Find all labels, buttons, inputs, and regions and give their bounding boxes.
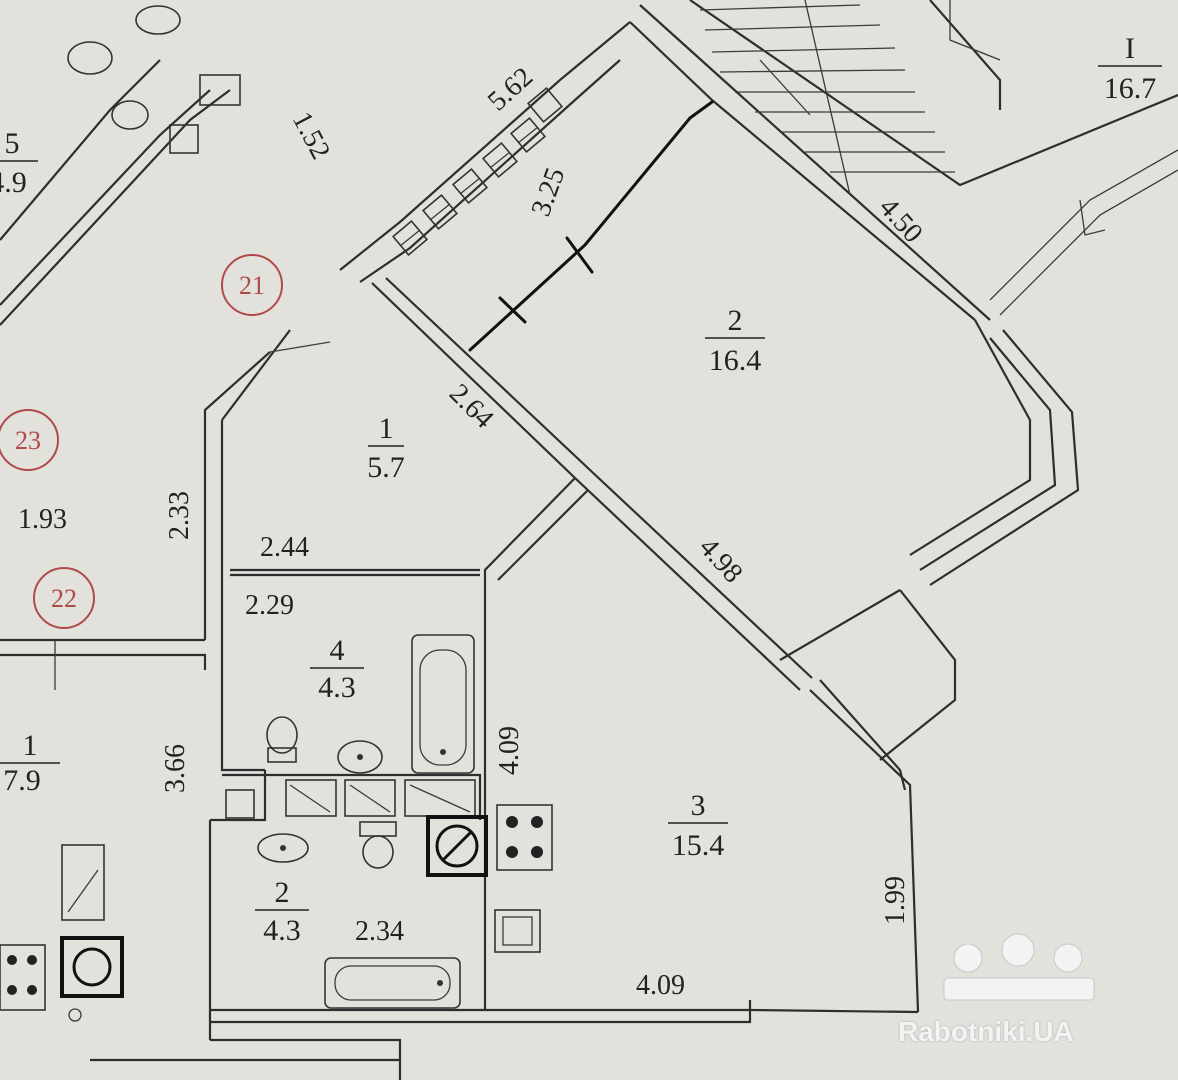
room-area: 4.9 xyxy=(0,166,27,199)
dimension-label: 2.44 xyxy=(260,532,309,563)
room-area: 15.4 xyxy=(672,829,725,862)
room-label-neighbor-bath: 2 4.3 xyxy=(255,876,309,947)
left-neighbor-fixtures xyxy=(0,5,241,1022)
room-label-kitchen: 3 15.4 xyxy=(668,789,728,862)
neighbor-bathtub xyxy=(324,957,461,1009)
room-label-staircase: I 16.7 xyxy=(1098,32,1162,105)
toilet xyxy=(266,716,298,763)
dimension-label: 4.09 xyxy=(494,726,525,775)
neighbor-toilet xyxy=(359,821,397,869)
room-area: 5.7 xyxy=(367,451,405,484)
dimension-label: 3.25 xyxy=(525,164,571,221)
utility-boxes xyxy=(225,779,476,819)
room-label-living: 2 16.4 xyxy=(705,304,765,377)
dimension-label: 4.98 xyxy=(693,532,749,589)
room-area: 16.7 xyxy=(1104,72,1157,105)
staircase xyxy=(689,0,1178,316)
dimension-label: 2.29 xyxy=(245,590,294,621)
bathtub xyxy=(411,634,475,774)
room-number: 4 xyxy=(330,634,345,667)
dimension-labels: 5.62 1.52 3.25 4.50 2.64 4.98 2.33 1.93 … xyxy=(18,61,929,1001)
watermark-text: Rabotniki.UA xyxy=(898,1016,1074,1047)
room-number: 1 xyxy=(23,729,38,762)
dimension-label: 2.34 xyxy=(355,916,404,947)
room-number: 1 xyxy=(379,412,394,445)
marker-label: 21 xyxy=(239,271,265,300)
room-number: 5 xyxy=(5,127,20,160)
room-label-bathroom: 4 4.3 xyxy=(310,634,364,704)
dimension-label: 3.66 xyxy=(160,744,191,793)
marker-22: 22 xyxy=(33,567,95,629)
hand-drawn-partition xyxy=(468,100,714,352)
stove xyxy=(496,804,553,871)
room-area: 16.4 xyxy=(709,344,762,377)
dimension-label: 1.99 xyxy=(880,876,911,925)
dimension-label: 2.33 xyxy=(164,491,195,540)
room-number: 2 xyxy=(275,876,290,909)
boiler xyxy=(426,815,488,877)
marker-label: 22 xyxy=(51,584,77,613)
ventilation-shafts xyxy=(391,86,564,257)
sink xyxy=(337,740,383,774)
dimension-label: 1.93 xyxy=(18,504,67,535)
room-area: 4.3 xyxy=(263,914,301,947)
room-area: 4.3 xyxy=(318,671,356,704)
watermark-logo xyxy=(943,933,1095,1001)
dimension-label: 1.52 xyxy=(286,107,336,165)
kitchen-sink xyxy=(494,909,541,953)
room-label-neighbor-room: 1 7.9 xyxy=(0,729,60,797)
apartment-walls xyxy=(203,4,1080,1040)
room-label-corridor: 1 5.7 xyxy=(367,412,405,484)
marker-21: 21 xyxy=(221,254,283,316)
room-number: 3 xyxy=(691,789,706,822)
room-number: I xyxy=(1125,32,1135,65)
left-neighbor-walls xyxy=(0,59,402,1080)
room-area: 7.9 xyxy=(3,764,41,797)
marker-23: 23 xyxy=(0,409,59,471)
dimension-label: 5.62 xyxy=(482,61,539,117)
room-number: 2 xyxy=(728,304,743,337)
room-label-neighbor-top: 5 4.9 xyxy=(0,127,38,199)
marker-label: 23 xyxy=(15,426,41,455)
dimension-label: 4.09 xyxy=(636,970,685,1001)
neighbor-sink xyxy=(257,833,309,863)
dimension-label: 2.64 xyxy=(443,378,500,435)
